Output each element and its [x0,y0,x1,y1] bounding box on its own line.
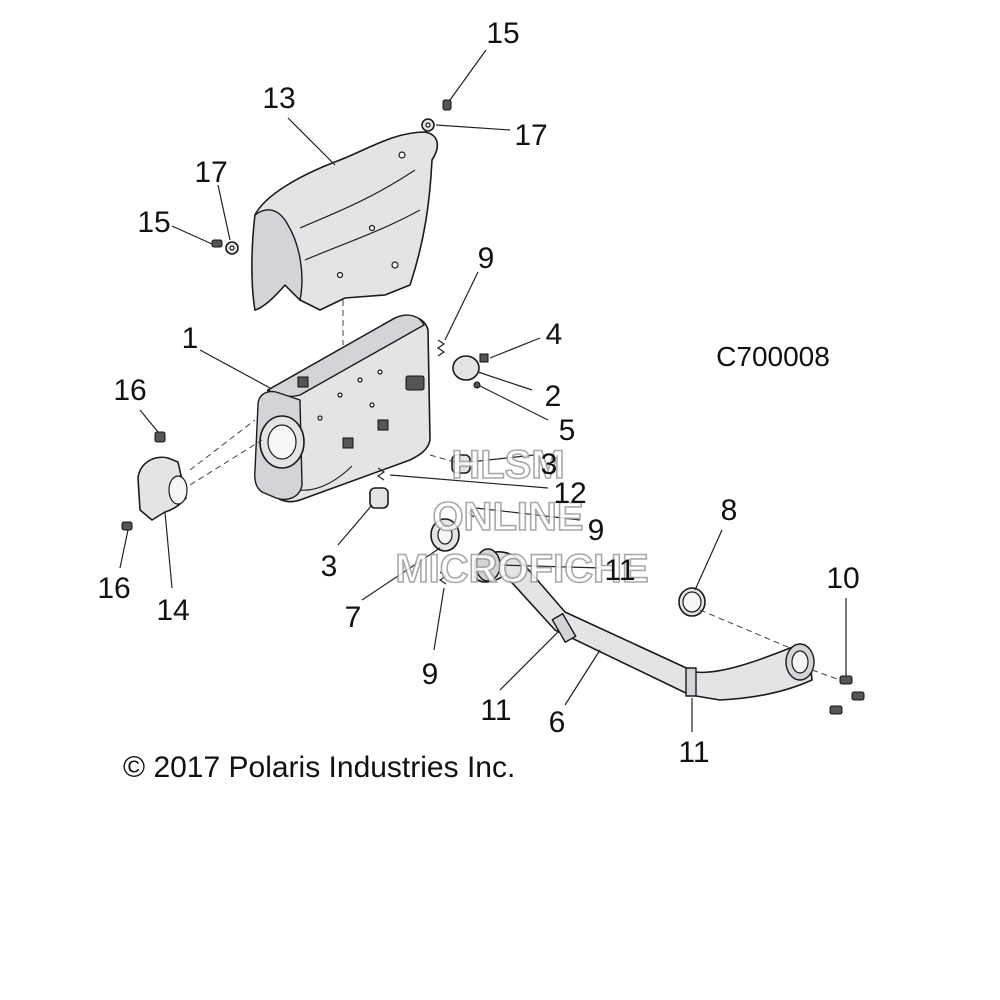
callout-7: 7 [345,601,362,634]
mount-bracket-part [137,456,188,521]
callout-16-top: 16 [113,374,146,407]
callout-3-left: 3 [321,550,338,583]
watermark-line-2: ONLINE [432,495,583,539]
callout-3-right: 3 [541,448,558,481]
callout-16-bottom: 16 [97,572,130,605]
leader-lines [119,49,847,732]
watermark: HLSM ONLINE MICROFICHE [395,442,650,592]
heat-shield-part [251,131,439,311]
callout-9-mid: 9 [588,514,605,547]
callout-4: 4 [546,318,563,351]
assembly-lines [189,300,841,681]
callout-12: 12 [553,477,586,510]
watermark-line-1: HLSM [451,443,564,487]
callout-15-left: 15 [137,206,170,239]
drawing-code: C700008 [716,341,830,372]
callout-2: 2 [545,380,562,413]
small-hardware [121,99,865,715]
callout-14: 14 [156,594,189,627]
callout-6: 6 [549,706,566,739]
callout-17-top: 17 [514,119,547,152]
callout-15-top: 15 [486,17,519,50]
callout-13: 13 [262,82,295,115]
callout-17-left: 17 [194,156,227,189]
callout-labels: 15 17 13 17 15 9 4 2 5 1 16 3 12 9 3 7 1… [97,17,859,769]
watermark-line-3: MICROFICHE [395,547,648,591]
callout-9-upper: 9 [478,242,495,275]
callout-5: 5 [559,414,576,447]
callout-8: 8 [721,494,738,527]
callout-1: 1 [182,322,199,355]
muffler-part [254,314,431,503]
callout-11-left: 11 [480,694,511,727]
callout-10: 10 [826,562,859,595]
callout-11-top: 11 [604,554,635,587]
copyright-notice: © 2017 Polaris Industries Inc. [123,751,515,784]
callout-9-lower: 9 [422,658,439,691]
callout-11-right: 11 [678,736,709,769]
head-pipe-part [474,548,815,701]
